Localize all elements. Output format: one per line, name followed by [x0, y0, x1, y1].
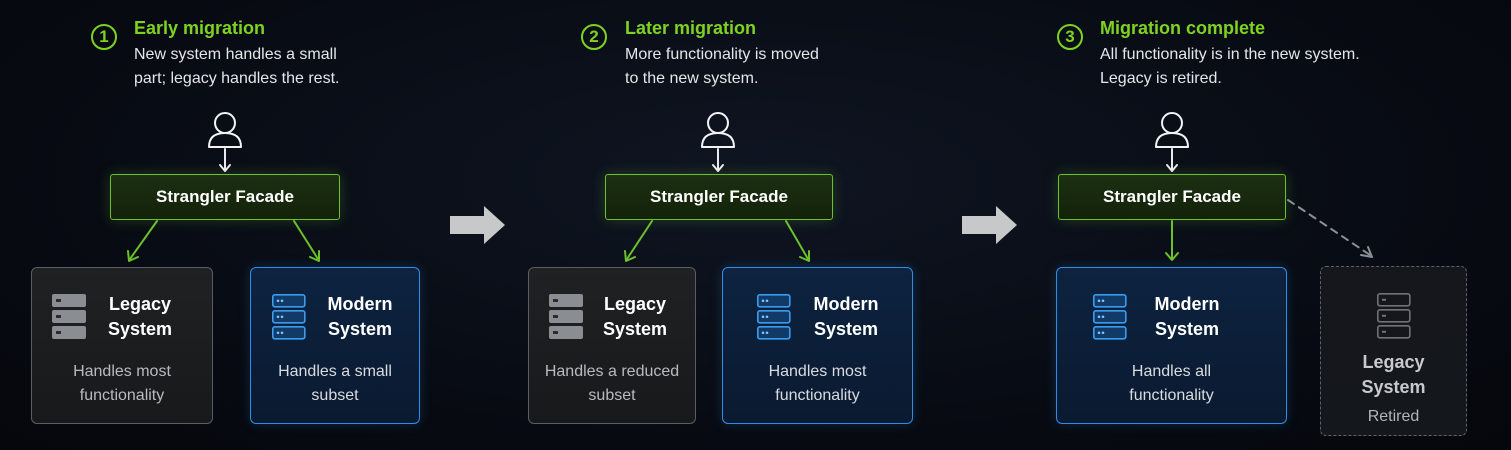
step-2-legacy-title-line-1: Legacy — [603, 294, 667, 314]
step-1-modern-title-line-1: Modern — [327, 294, 393, 314]
step-1-modern-desc-line-1: Handles a small — [278, 363, 392, 380]
step-1-facade-to-legacy-arrow — [127, 220, 158, 262]
step-3-modern-server-icon — [1093, 293, 1127, 340]
step-2-facade-to-modern-arrow — [785, 220, 810, 262]
step-3-description: All functionality is in the new system. … — [1100, 43, 1360, 91]
step-3-modern-desc-line-2: functionality — [1129, 387, 1214, 404]
step-1-legacy-desc-line-2: functionality — [79, 387, 165, 404]
step-3-user-to-facade-arrow — [1166, 148, 1178, 172]
step-2-user-icon — [701, 112, 735, 148]
step-1-legacy-title: Legacy System — [94, 292, 186, 342]
step-3-modern-title: Modern System — [1141, 292, 1233, 342]
step-1-to-2-arrow-right-icon — [450, 206, 505, 244]
step-2-number: 2 — [581, 24, 607, 50]
step-3-retired-title: Legacy System — [1320, 350, 1467, 400]
step-1-strangler-facade: Strangler Facade — [110, 174, 340, 220]
step-1-number: 1 — [91, 24, 117, 50]
step-1-description-line-2: part; legacy handles the rest. — [134, 70, 340, 87]
step-3-description-line-2: Legacy is retired. — [1100, 70, 1222, 87]
step-3-description-line-1: All functionality is in the new system. — [1100, 46, 1360, 63]
step-1-modern-description: Handles a small subset — [250, 360, 420, 408]
step-2-description-line-1: More functionality is moved — [625, 46, 819, 63]
step-3-facade-to-modern-arrow — [1165, 220, 1179, 261]
step-2-title: Later migration — [625, 18, 757, 38]
step-2-modern-desc-line-2: functionality — [775, 387, 860, 404]
step-2-strangler-facade: Strangler Facade — [605, 174, 833, 220]
step-2-legacy-desc-line-1: Handles a reduced — [544, 363, 680, 380]
step-2-modern-server-icon — [756, 293, 791, 340]
step-3-modern-desc-line-1: Handles all — [1131, 363, 1212, 380]
step-3-strangler-facade: Strangler Facade — [1058, 174, 1286, 220]
step-1-modern-server-icon — [271, 293, 306, 340]
step-3-modern-title-line-2: System — [1154, 319, 1220, 339]
step-2-legacy-title-line-2: System — [602, 319, 668, 339]
step-2-modern-desc-line-1: Handles most — [768, 363, 867, 380]
step-3-modern-title-line-1: Modern — [1154, 294, 1220, 314]
step-2-legacy-title: Legacy System — [589, 292, 681, 342]
step-3-facade-to-retired-dashed-arrow — [1287, 199, 1373, 258]
step-2-modern-description: Handles most functionality — [722, 360, 913, 408]
step-2-modern-title: Modern System — [800, 292, 892, 342]
step-3-modern-system — [1056, 267, 1287, 424]
step-2-to-3-arrow-right-icon — [962, 206, 1017, 244]
step-1-legacy-system — [31, 267, 213, 424]
step-2-legacy-desc-line-2: subset — [588, 387, 636, 404]
step-2-legacy-system — [528, 267, 696, 424]
step-2-modern-system — [722, 267, 913, 424]
step-3-number: 3 — [1057, 24, 1083, 50]
step-3-retired-server-icon — [1377, 292, 1411, 339]
step-2-user-to-facade-arrow — [712, 148, 724, 172]
step-1-modern-title: Modern System — [314, 292, 406, 342]
step-2-legacy-server-icon — [549, 294, 583, 339]
step-3-title: Migration complete — [1100, 18, 1266, 38]
step-1-legacy-title-line-2: System — [107, 319, 173, 339]
step-1-title: Early migration — [134, 18, 266, 38]
step-2-modern-title-line-2: System — [813, 319, 879, 339]
step-3-modern-description: Handles all functionality — [1056, 360, 1287, 408]
step-1-legacy-desc-line-1: Handles most — [73, 363, 171, 380]
step-2-facade-to-legacy-arrow — [624, 220, 653, 262]
step-1-legacy-server-icon — [52, 294, 86, 339]
step-1-modern-desc-line-2: subset — [311, 387, 359, 404]
step-3-retired-title-line-1: Legacy — [1362, 352, 1425, 372]
step-1-user-icon — [208, 112, 242, 148]
step-2-description-line-2: to the new system. — [625, 70, 759, 87]
step-1-modern-title-line-2: System — [327, 319, 393, 339]
step-1-facade-to-modern-arrow — [293, 220, 320, 262]
step-3-retired-status: Retired — [1367, 408, 1420, 425]
step-2-description: More functionality is moved to the new s… — [625, 43, 819, 91]
step-3-retired-title-line-2: System — [1361, 377, 1426, 397]
step-2-legacy-description: Handles a reduced subset — [528, 360, 696, 408]
step-2-modern-title-line-1: Modern — [813, 294, 879, 314]
step-1-modern-system — [250, 267, 420, 424]
step-1-user-to-facade-arrow — [219, 148, 231, 172]
step-1-legacy-description: Handles most functionality — [31, 360, 213, 408]
step-1-legacy-title-line-1: Legacy — [108, 294, 172, 314]
step-1-description: New system handles a small part; legacy … — [134, 43, 339, 91]
step-3-user-icon — [1155, 112, 1189, 148]
step-1-description-line-1: New system handles a small — [134, 46, 337, 63]
